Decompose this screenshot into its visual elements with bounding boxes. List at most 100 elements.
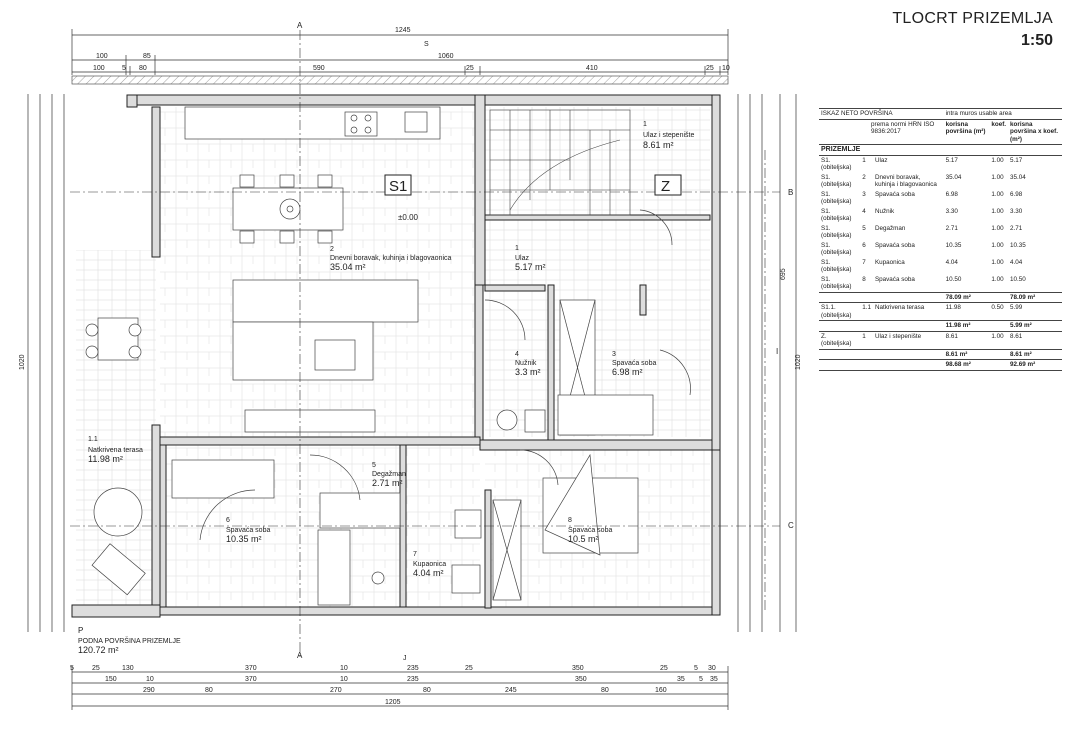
dim-bot-r2-4: 235: [407, 676, 419, 683]
section-mark-j: J: [403, 655, 407, 662]
dim-top-r1-0: 100: [96, 53, 108, 60]
dim-bot-r1-2: 130: [122, 665, 134, 672]
dim-bot-r2-7: 5: [699, 676, 703, 683]
room-num-6: 6: [226, 517, 230, 524]
bottom-dimensions: [71, 666, 729, 710]
room-area-2: 35.04 m²: [330, 262, 366, 272]
section-mark-p: P: [78, 626, 83, 635]
room-num-1-1: 1.1: [88, 436, 98, 443]
dim-bot-r3-5: 80: [601, 687, 609, 694]
room-name-2: Dnevni boravak, kuhinja i blagovaonica: [330, 255, 452, 262]
room-num-4: 4: [515, 351, 519, 358]
dim-bot-r1-0: 5: [70, 665, 74, 672]
room-name-1-1: Natkrivena terasa: [88, 447, 143, 454]
section-mark-c: C: [788, 521, 794, 530]
table-header-note: intra muros usable area: [943, 108, 1062, 120]
dim-bot-r2-5: 350: [575, 676, 587, 683]
dim-top-r2-0: 100: [93, 65, 105, 72]
room-num-3: 3: [612, 351, 616, 358]
plan-labels: 1 Ulaz i stepenište 8.61 m² 2 Dnevni bor…: [19, 21, 802, 706]
room-name-8: Spavaća soba: [568, 527, 612, 534]
table-header-title: ISKAZ NETO POVRŠINA: [819, 108, 944, 120]
dim-bot-r1-3: 370: [245, 665, 257, 672]
room-name-4: Nužnik: [515, 360, 537, 367]
dim-top-total: 1245: [395, 27, 411, 34]
dim-bot-r3-2: 270: [330, 687, 342, 694]
drawing-scale: 1:50: [1020, 32, 1053, 49]
room-name-3: Spavaća soba: [612, 360, 656, 367]
room-area-7: 4.04 m²: [413, 568, 444, 578]
top-dimensions: [71, 29, 729, 75]
section-lines: [70, 30, 780, 660]
dim-bot-r1-4: 10: [340, 665, 348, 672]
room-area-1a: 8.61 m²: [643, 140, 674, 150]
dim-bot-r2-1: 10: [146, 676, 154, 683]
dim-bot-r3-4: 245: [505, 687, 517, 694]
room-name-5: Degažman: [372, 471, 406, 478]
furniture: [85, 106, 691, 606]
col-coef: koef.: [989, 119, 1009, 145]
section-mark-s: S: [424, 41, 429, 48]
dim-bot-r1-10: 30: [708, 665, 716, 672]
dim-bot-r1-8: 25: [660, 665, 668, 672]
room-num-5: 5: [372, 462, 376, 469]
walls: [71, 94, 721, 618]
room-area-1b: 5.17 m²: [515, 262, 546, 272]
room-area-3: 6.98 m²: [612, 367, 643, 377]
dim-top-r2-5: 410: [586, 65, 598, 72]
dim-bot-r2-8: 35: [710, 676, 718, 683]
dim-bot-r2-0: 150: [105, 676, 117, 683]
section-mark-a-top: A: [297, 21, 303, 30]
dim-bot-r3-6: 160: [655, 687, 667, 694]
dim-top-r2-1: 5: [122, 65, 126, 72]
table-section: PRIZEMLJE: [819, 144, 1062, 156]
room-num-8: 8: [568, 517, 572, 524]
dim-bot-total: 1205: [385, 699, 401, 706]
section-mark-i: I: [776, 347, 778, 356]
room-name-6: Spavaća soba: [226, 527, 270, 534]
drawing-title: TLOCRT PRIZEMLJA: [892, 10, 1053, 27]
col-norm: prema normi HRN ISO 9836:2017: [819, 119, 944, 145]
room-area-1-1: 11.98 m²: [88, 454, 123, 464]
room-num-7: 7: [413, 551, 417, 558]
level-mark: ±0.00: [398, 213, 419, 222]
dim-top-r1-2: 1060: [438, 53, 454, 60]
dim-bot-r1-5: 235: [407, 665, 419, 672]
dim-top-r2-3: 590: [313, 65, 325, 72]
dim-bot-r2-2: 370: [245, 676, 257, 683]
room-area-8: 10.5 m²: [568, 534, 599, 544]
section-mark-a-bottom: A: [297, 651, 303, 660]
dim-top-r2-2: 80: [139, 65, 147, 72]
dim-bot-r3-0: 290: [143, 687, 155, 694]
room-area-6: 10.35 m²: [226, 534, 262, 544]
room-num-1a: 1: [643, 121, 647, 128]
left-dimensions: [27, 94, 65, 632]
floor-area-value: 120.72 m²: [78, 645, 119, 655]
room-num-1b: 1: [515, 245, 519, 252]
dim-bot-r3-1: 80: [205, 687, 213, 694]
floor-area-label: PODNA POVRŠINA PRIZEMLJE: [78, 636, 181, 645]
unit-tag-s1: S1: [389, 178, 407, 195]
col-total: korisna površina x koef.(m²): [1008, 119, 1062, 145]
dim-right-total: 1020: [795, 354, 802, 370]
room-name-1b: Ulaz: [515, 255, 530, 262]
room-name-1a: Ulaz i stepenište: [643, 132, 694, 139]
room-name-7: Kupaonica: [413, 561, 446, 568]
room-area-5: 2.71 m²: [372, 478, 403, 488]
stairs: [489, 109, 631, 216]
dim-bot-r3-3: 80: [423, 687, 431, 694]
right-dimensions: [737, 94, 797, 632]
